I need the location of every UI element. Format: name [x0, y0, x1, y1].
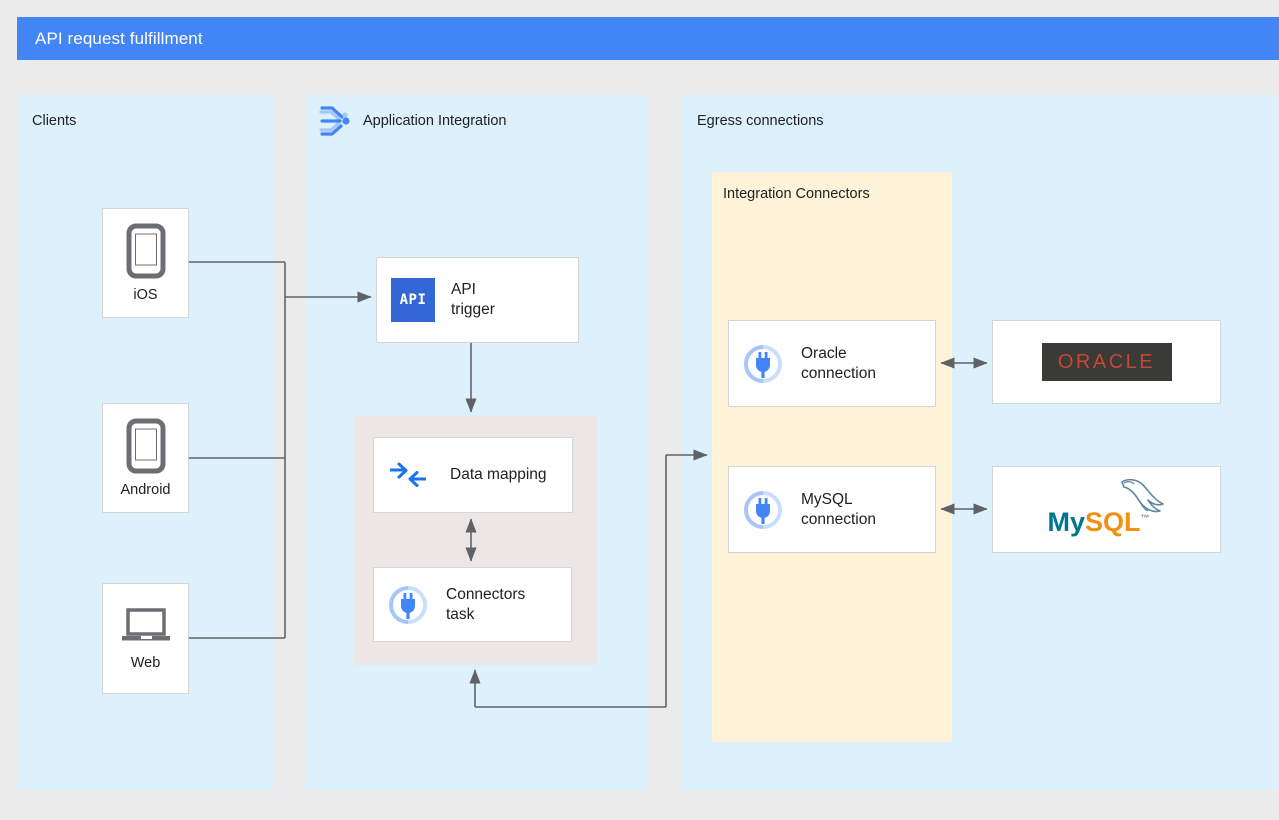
node-label: Oracle connection	[801, 344, 876, 382]
node-api-trigger[interactable]: API API trigger	[376, 257, 579, 343]
application-integration-header: Application Integration	[318, 106, 507, 136]
node-client-ios[interactable]: iOS	[102, 208, 189, 318]
mysql-wordmark: MySQL™	[1048, 507, 1150, 538]
connectors-plug-icon	[388, 585, 428, 625]
client-label: Android	[120, 481, 171, 498]
panel-integration-connectors	[712, 172, 952, 742]
node-client-android[interactable]: Android	[102, 403, 189, 513]
client-label: Web	[130, 655, 161, 672]
node-mysql-connection[interactable]: MySQL connection	[728, 466, 936, 553]
panel-label-egress: Egress connections	[697, 113, 824, 129]
title-bar: API request fulfillment	[17, 17, 1279, 60]
page-title: API request fulfillment	[35, 28, 203, 48]
panel-label-integration-connectors: Integration Connectors	[723, 186, 870, 202]
panel-label-application-integration: Application Integration	[363, 113, 507, 129]
node-data-mapping[interactable]: Data mapping	[373, 437, 573, 513]
panel-label-clients: Clients	[32, 113, 77, 129]
oracle-logo-text: ORACLE	[1057, 350, 1156, 373]
oracle-logo: ORACLE	[1041, 343, 1172, 381]
node-label: Data mapping	[450, 466, 547, 484]
node-label: MySQL connection	[801, 490, 876, 528]
node-oracle-backend[interactable]: ORACLE	[992, 320, 1221, 404]
mysql-my-text: My	[1047, 506, 1086, 537]
node-label: Connectors task	[446, 585, 526, 623]
application-integration-icon	[318, 106, 352, 136]
node-connectors-task[interactable]: Connectors task	[373, 567, 572, 642]
mysql-tm: ™	[1140, 512, 1150, 523]
mysql-logo: MySQL™	[1042, 478, 1172, 540]
laptop-icon	[118, 604, 174, 648]
node-oracle-connection[interactable]: Oracle connection	[728, 320, 936, 407]
client-label: iOS	[133, 286, 158, 303]
phone-icon	[123, 417, 169, 475]
node-mysql-backend[interactable]: MySQL™	[992, 466, 1221, 553]
api-badge-icon: API	[391, 278, 435, 322]
node-label: API trigger	[451, 281, 495, 318]
data-mapping-icon	[388, 460, 428, 490]
connectors-plug-icon	[743, 490, 783, 530]
mysql-sql-text: SQL	[1085, 506, 1141, 537]
dolphin-icon	[1108, 476, 1170, 525]
node-client-web[interactable]: Web	[102, 583, 189, 694]
phone-icon	[123, 222, 169, 280]
connectors-plug-icon	[743, 344, 783, 384]
